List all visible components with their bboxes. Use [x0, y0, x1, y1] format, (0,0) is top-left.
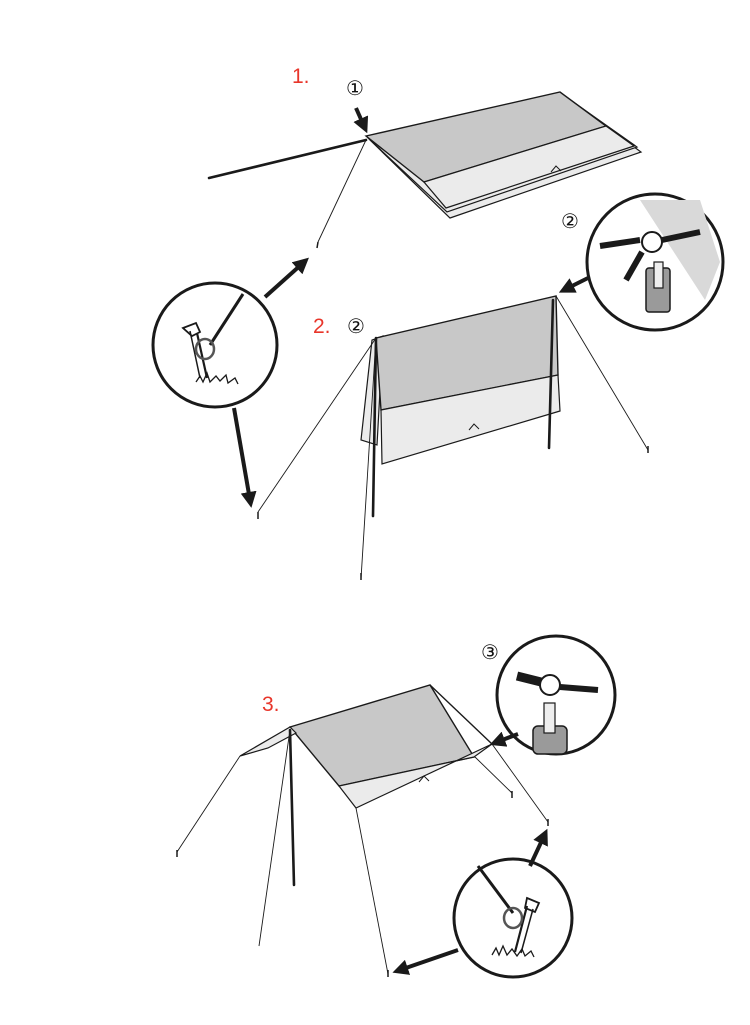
tent-peg-icon	[181, 321, 216, 379]
ring-detail-callout-number: ②	[561, 209, 579, 233]
step-2-callout-number: ②	[347, 314, 365, 338]
step-2: 2. ② ②	[151, 192, 725, 580]
arrow-icon	[489, 731, 519, 747]
tarp-notch	[550, 165, 562, 173]
guy-line	[317, 139, 367, 243]
step-1: 1. ①	[207, 65, 643, 249]
pole	[547, 298, 555, 450]
guy-line	[491, 743, 549, 823]
peg-detail-callout-3	[452, 857, 574, 979]
pole	[288, 728, 296, 887]
guy-line	[258, 729, 291, 947]
guy-line	[474, 756, 513, 794]
pole	[207, 138, 368, 180]
tarp-notch	[418, 775, 430, 783]
step-3: 3. ③	[176, 634, 617, 979]
ring-detail-callout-number-3: ③	[481, 640, 499, 664]
arrow-icon	[232, 407, 257, 508]
peg-detail-callout	[151, 281, 279, 409]
step-1-number: 1.	[292, 65, 310, 88]
peg-stub	[316, 241, 319, 249]
step-1-callout-number: ①	[346, 76, 364, 100]
step-3-number: 3.	[262, 693, 280, 716]
tarp-lower	[380, 374, 561, 465]
arrow-icon	[263, 257, 309, 299]
guy-line	[257, 337, 377, 513]
step-2-number: 2.	[313, 315, 331, 338]
tent-peg-icon	[502, 896, 541, 954]
guy-line	[176, 755, 241, 853]
guy-line	[360, 337, 377, 580]
arrow-icon	[353, 107, 369, 134]
arrow-icon	[392, 948, 459, 975]
pole	[371, 336, 378, 518]
arrow-icon	[558, 276, 589, 293]
folded-tarp-top-light	[422, 125, 636, 209]
tarp-notch	[468, 423, 480, 431]
tarp-front-flap	[239, 726, 297, 757]
grass-icon	[195, 371, 239, 385]
ring-detail-callout-3	[495, 634, 617, 756]
guy-line	[555, 295, 649, 451]
guy-line	[355, 807, 389, 975]
ring-detail-callout	[585, 192, 725, 332]
arrow-icon	[528, 828, 548, 867]
grass-icon	[491, 944, 535, 958]
tarp-fold-edge	[429, 684, 493, 745]
